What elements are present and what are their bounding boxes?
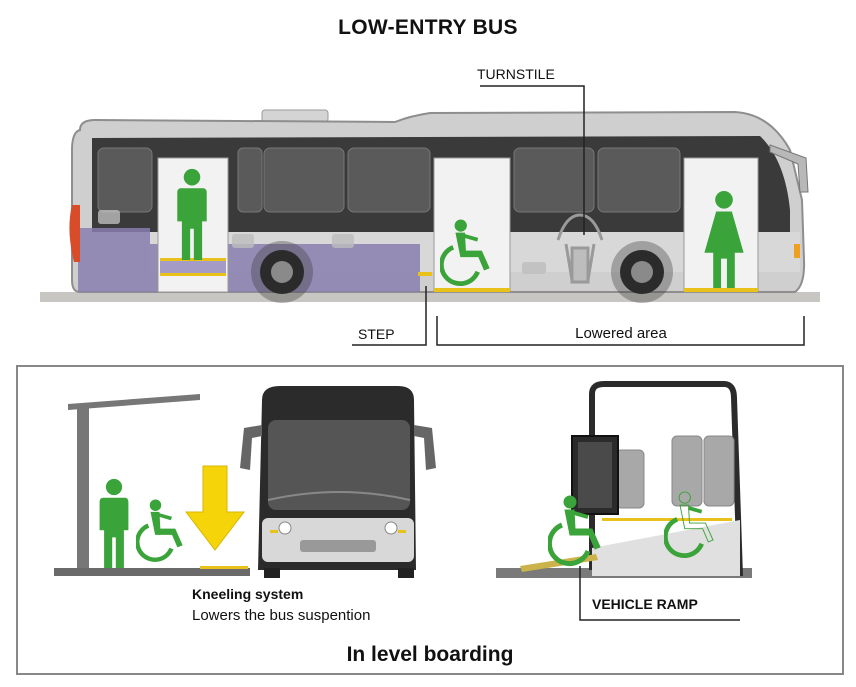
shelter-roof [68, 394, 200, 410]
curb [54, 568, 250, 576]
standing-person-icon-kneel [99, 478, 129, 568]
ramp-floor-stripe [602, 518, 732, 521]
door-openings [157, 157, 759, 293]
front-wheel [611, 241, 673, 303]
shelter-post [77, 404, 89, 570]
kneeling-system-description: Lowers the bus suspention [192, 607, 371, 624]
lowered-floor-edge [434, 288, 510, 292]
bus-section-outline [589, 381, 743, 577]
seats [98, 210, 546, 274]
ramp-leader [579, 566, 740, 621]
step-label: STEP [358, 326, 395, 342]
wheelchair-user-icon-kneel [137, 500, 182, 560]
step [160, 258, 226, 274]
curb-edge [200, 566, 248, 569]
mid-step-marker [418, 272, 432, 276]
side-mirror [769, 144, 809, 193]
lowered-area-label: Lowered area [575, 325, 667, 342]
lowered-area-bracket [436, 316, 805, 346]
turnstile-leader [480, 85, 585, 235]
rear-wheel [251, 241, 313, 303]
turnstile-label: TURNSTILE [477, 66, 555, 82]
road-surface [40, 292, 820, 302]
step-leader [352, 286, 427, 346]
front-door-edge [684, 288, 758, 292]
door-glass [578, 442, 612, 508]
ramp-scene [496, 381, 752, 621]
step-edge-upper [160, 258, 226, 261]
interior-seats [615, 435, 735, 509]
front-indicator [794, 244, 800, 258]
vehicle-ramp-label: VEHICLE RAMP [592, 596, 698, 612]
bus-section-floor [592, 520, 740, 576]
down-arrow-icon [184, 465, 246, 551]
kneeling-system-title: Kneeling system [192, 586, 304, 602]
in-level-boarding-title: In level boarding [346, 643, 514, 666]
step-edge [160, 273, 226, 276]
turnstile-gate [556, 213, 604, 284]
rear-light [69, 205, 80, 262]
page-title: LOW-ENTRY BUS [338, 16, 518, 39]
boarding-panel-frame [16, 365, 844, 675]
bus-side-view [40, 85, 820, 346]
kneeling-scene [54, 386, 436, 578]
side-windows [97, 147, 681, 213]
bus-front-icon [240, 386, 436, 578]
